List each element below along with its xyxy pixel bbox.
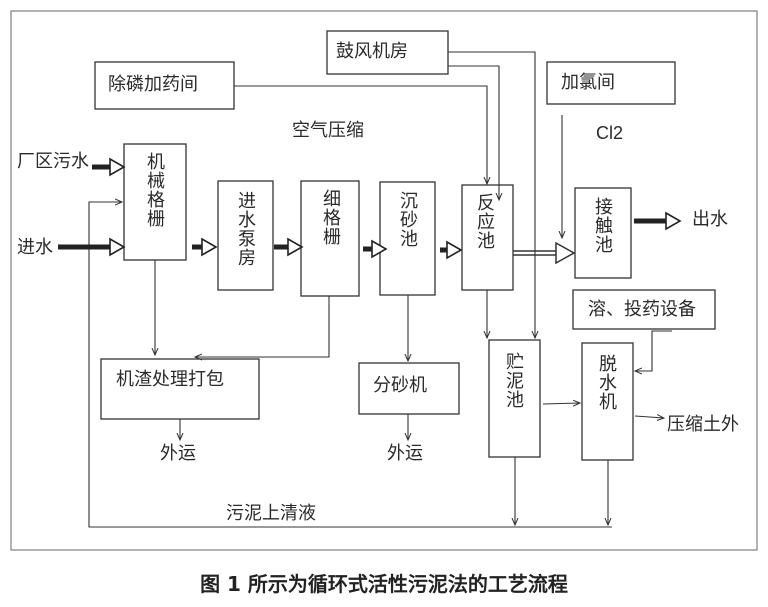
label-dosing: 溶、投药设备	[588, 299, 696, 320]
label-haul-2: 外运	[387, 443, 423, 464]
label-phos: 除磷加药间	[108, 74, 198, 95]
label-fine: 细格栅	[320, 189, 341, 246]
label-residue: 机渣处理打包	[116, 369, 224, 390]
label-screen: 机械格栅	[144, 152, 165, 228]
label-grit: 沉砂池	[397, 191, 418, 248]
label-blower: 鼓风机房	[336, 41, 408, 62]
box-grit	[379, 181, 436, 296]
box-screen	[123, 143, 187, 261]
thick-arrow-shaft	[440, 247, 447, 253]
label-dewater: 脱水机	[596, 354, 617, 411]
thick-arrow-head	[109, 237, 126, 257]
box-chlorine	[546, 61, 676, 105]
box-dosing	[572, 289, 716, 330]
box-blower	[326, 30, 449, 75]
thick-arrow-shaft	[58, 244, 110, 250]
label-outflow: 出水	[692, 209, 728, 230]
label-inflow: 进水	[17, 237, 53, 258]
thick-arrow-shaft	[634, 218, 666, 224]
label-reactor: 反应池	[474, 193, 495, 250]
thick-arrow-head	[287, 237, 304, 257]
thick-flow-arrows	[58, 157, 682, 260]
box-reactor	[461, 184, 514, 291]
label-contact: 接触池	[592, 197, 613, 254]
label-supernatant: 污泥上清液	[226, 503, 316, 524]
thick-arrow-head	[446, 240, 463, 260]
label-sand-sep: 分砂机	[373, 375, 427, 396]
figure-caption: 图 1 所示为循环式活性污泥法的工艺流程	[200, 572, 568, 596]
box-residue	[100, 358, 260, 420]
thin-connectors	[88, 51, 672, 528]
box-pump	[217, 180, 274, 291]
box-contact	[574, 187, 632, 279]
thick-arrow-head	[371, 239, 388, 259]
box-phos	[94, 61, 235, 110]
label-chlorine: 加氯间	[561, 72, 615, 93]
thick-arrow-shaft	[92, 164, 110, 170]
label-haul-1: 外运	[160, 443, 196, 464]
box-sand-sep	[358, 362, 460, 415]
thick-arrow-shaft	[363, 246, 372, 252]
label-air: 空气压缩	[292, 120, 364, 141]
box-sludge-tank	[488, 339, 541, 458]
frame	[10, 10, 758, 551]
label-compress: 压缩土外	[667, 414, 739, 435]
label-sludge-tank: 贮泥池	[503, 352, 524, 409]
label-cl2: Cl2	[596, 123, 624, 143]
box-dewater	[581, 342, 634, 461]
thick-arrow-head	[109, 157, 126, 177]
thick-arrow-head	[665, 211, 682, 231]
thick-arrow-shaft	[192, 244, 202, 250]
thick-arrow-shaft	[274, 244, 288, 250]
thick-arrow-head	[201, 237, 218, 257]
label-plant-sewage: 厂区污水	[17, 151, 89, 172]
reactor-to-contact-arrow	[513, 241, 576, 265]
box-fine	[300, 180, 360, 297]
label-pump: 进水泵房	[235, 191, 256, 267]
